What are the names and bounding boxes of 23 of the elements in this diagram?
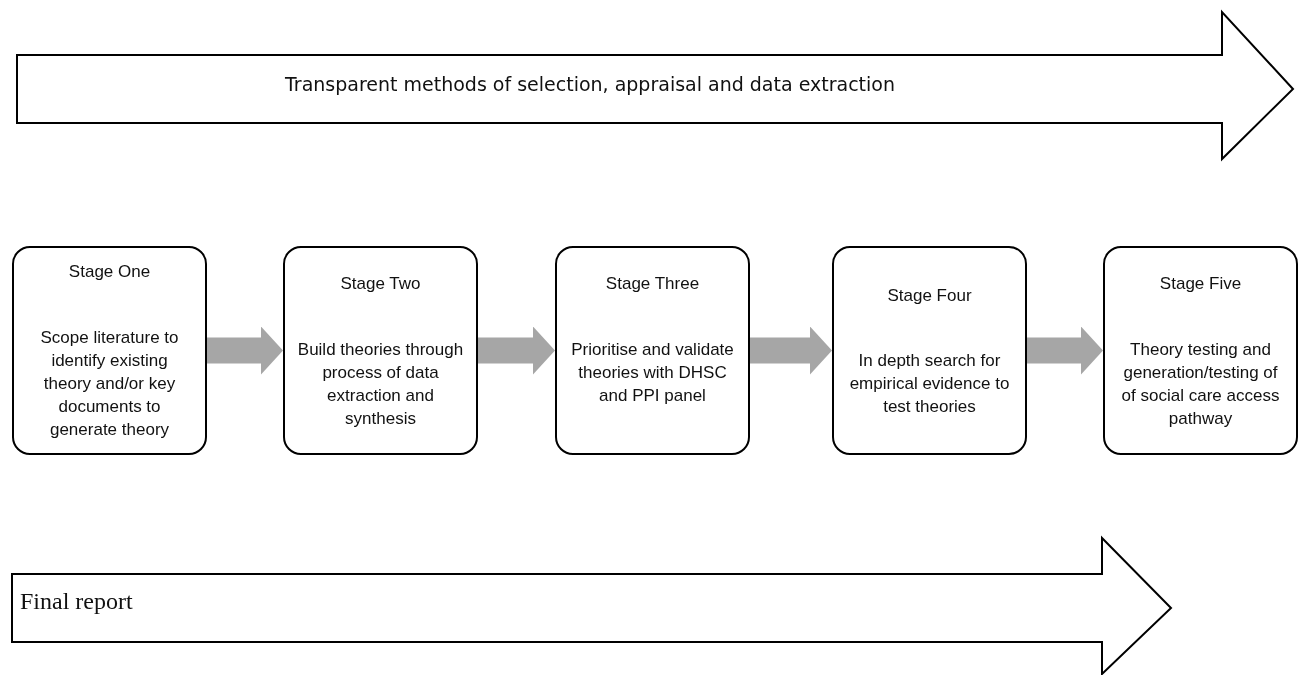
banner-label: Transparent methods of selection, appraisal and data extraction <box>284 73 896 95</box>
block-arrow <box>207 326 283 375</box>
stage-title: Stage Two <box>339 274 422 294</box>
stage-box <box>832 246 1027 455</box>
stage-box <box>555 246 750 455</box>
stage-description: Theory testing and generation/testing of of social care access pathway <box>1120 339 1281 430</box>
stage-title: Stage Five <box>1158 274 1243 294</box>
stage-description: Prioritise and validate theories with DHSC and PPI panel <box>570 339 735 407</box>
stage-description: In depth search for empirical evidence to test theories <box>848 350 1011 418</box>
block-arrow <box>1027 326 1103 375</box>
stage-description: Scope literature to identify existing theory and/or key documents to generate theory <box>39 327 180 441</box>
block-arrow <box>478 326 555 375</box>
banner-label: Final report <box>20 588 134 615</box>
block-arrow-banner <box>16 9 1295 162</box>
block-arrow-banner <box>11 535 1173 675</box>
stage-title: Stage Three <box>604 274 701 294</box>
stage-title: Stage One <box>67 262 152 282</box>
stage-title: Stage Four <box>886 286 973 306</box>
stage-box <box>1103 246 1298 455</box>
stage-description: Build theories through process of data extraction and synthesis <box>296 339 465 430</box>
block-arrow <box>750 326 832 375</box>
stage-box <box>283 246 478 455</box>
stage-box <box>12 246 207 455</box>
